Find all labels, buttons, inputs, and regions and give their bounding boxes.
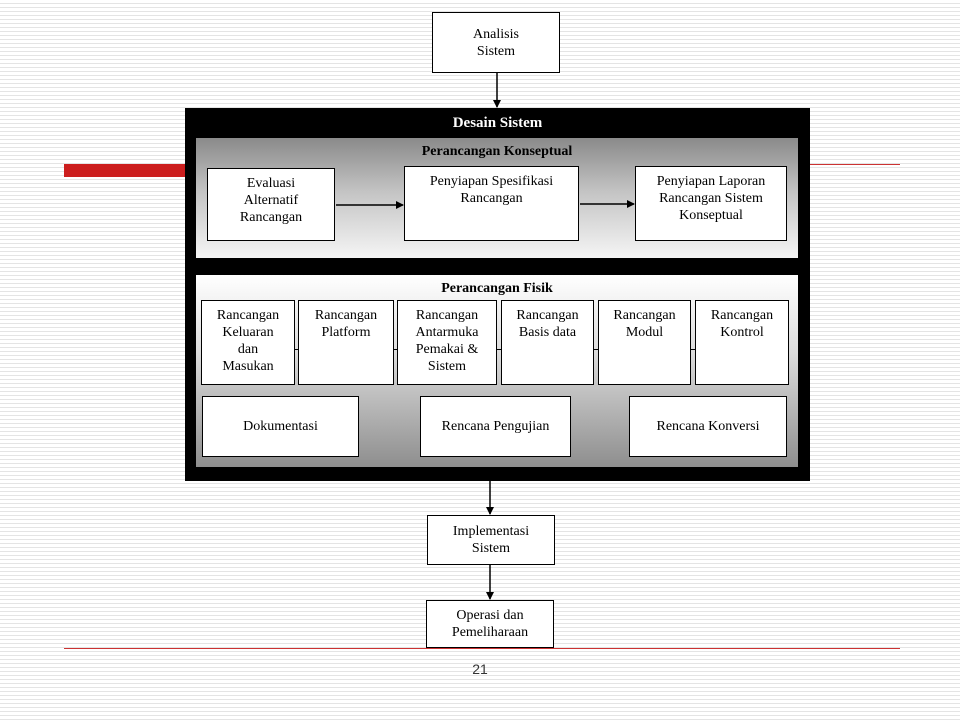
analisis-sistem-label: Analisis Sistem [473, 26, 519, 59]
dokumentasi-box: Dokumentasi [202, 396, 359, 457]
rencana-pengujian-box: Rencana Pengujian [420, 396, 571, 457]
rancangan-platform-label: Rancangan Platform [314, 308, 378, 340]
rancangan-antarmuka-box: Rancangan Antarmuka Pemakai & Sistem [397, 300, 497, 385]
rancangan-modul-label: Rancangan Modul [613, 308, 676, 340]
spesifikasi-rancangan-box: Penyiapan Spesifikasi Rancangan [404, 166, 579, 241]
accent-line [808, 164, 900, 165]
operasi-pemeliharaan-label: Operasi dan Pemeliharaan [451, 608, 529, 640]
rancangan-basis-data-label: Rancangan Basis data [516, 308, 579, 340]
analisis-sistem-box: Analisis Sistem [432, 12, 560, 73]
evaluasi-alternatif-box: Evaluasi Alternatif Rancangan [207, 168, 335, 241]
rancangan-platform-box: Rancangan Platform [298, 300, 394, 385]
rancangan-antarmuka-label: Rancangan Antarmuka Pemakai & Sistem [415, 308, 479, 374]
rancangan-kontrol-label: Rancangan Kontrol [710, 308, 774, 340]
desain-sistem-title: Desain Sistem [452, 115, 543, 131]
implementasi-sistem-label: Implementasi Sistem [452, 524, 530, 556]
rancangan-keluaran-box: Rancangan Keluaran dan Masukan [201, 300, 295, 385]
rancangan-modul-box: Rancangan Modul [598, 300, 691, 385]
page-number: 21 [472, 661, 488, 677]
laporan-konseptual-box: Penyiapan Laporan Rancangan Sistem Konse… [635, 166, 787, 241]
konseptual-title: Perancangan Konseptual [421, 144, 573, 159]
rencana-konversi-box: Rencana Konversi [629, 396, 787, 457]
rencana-pengujian-label: Rencana Pengujian [441, 419, 550, 434]
evaluasi-alternatif-label: Evaluasi Alternatif Rancangan [239, 176, 303, 225]
operasi-pemeliharaan-box: Operasi dan Pemeliharaan [426, 600, 554, 648]
accent-bar [64, 164, 188, 177]
rancangan-kontrol-box: Rancangan Kontrol [695, 300, 789, 385]
rancangan-basis-data-box: Rancangan Basis data [501, 300, 594, 385]
laporan-konseptual-label: Penyiapan Laporan Rancangan Sistem Konse… [656, 174, 766, 223]
spesifikasi-rancangan-label: Penyiapan Spesifikasi Rancangan [429, 174, 554, 206]
fisik-title: Perancangan Fisik [441, 281, 553, 296]
footer-rule [64, 648, 900, 649]
implementasi-sistem-box: Implementasi Sistem [427, 515, 555, 565]
dokumentasi-label: Dokumentasi [243, 419, 318, 434]
rancangan-keluaran-label: Rancangan Keluaran dan Masukan [216, 308, 280, 374]
rencana-konversi-label: Rencana Konversi [656, 419, 760, 434]
